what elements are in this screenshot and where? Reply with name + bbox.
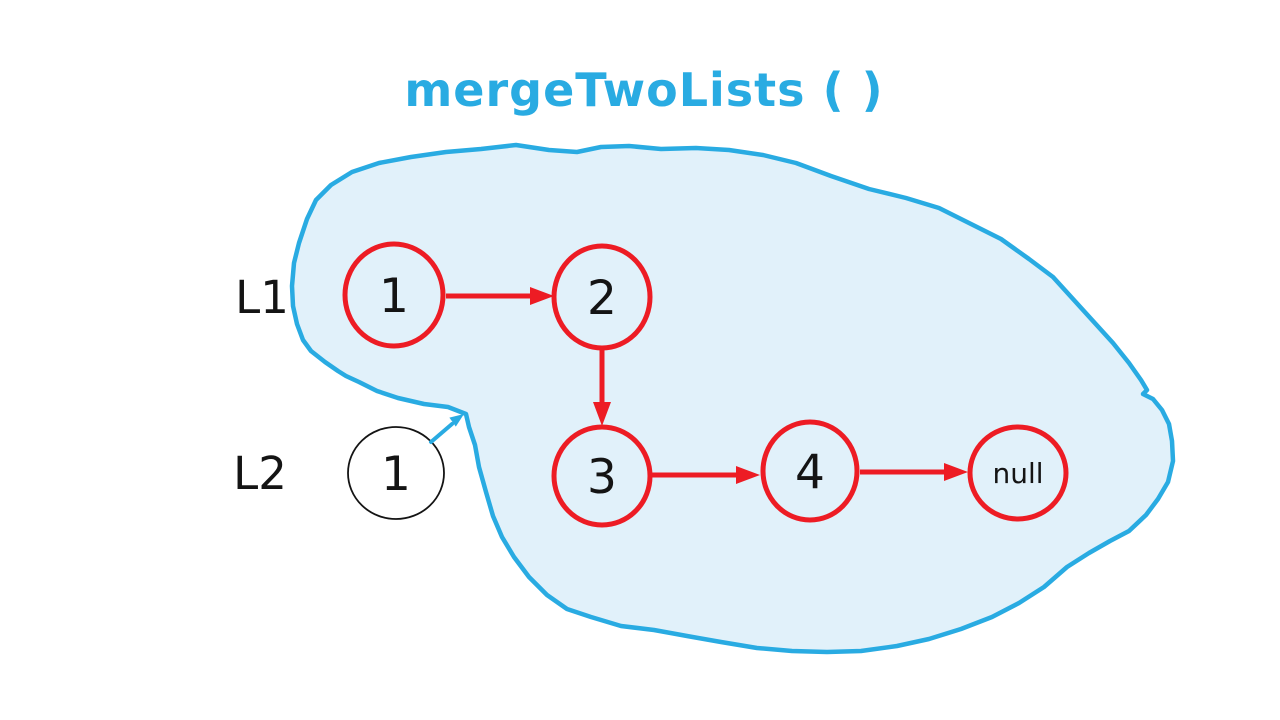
list1-node-2-value: 2 bbox=[587, 271, 617, 326]
list1-node-1-value: 1 bbox=[379, 269, 409, 324]
list2-label: L2 bbox=[233, 447, 287, 500]
list2-node-1-circle bbox=[347, 426, 445, 520]
arrowhead-right-icon bbox=[530, 287, 554, 305]
list1-label: L1 bbox=[235, 271, 289, 324]
merged-node-4-value: 4 bbox=[795, 445, 825, 500]
arrow-line bbox=[429, 422, 454, 444]
function-title: mergeTwoLists ( ) bbox=[404, 63, 883, 117]
arrow-l2n1-to-region bbox=[429, 414, 464, 444]
arrow-l1n2-to-node3 bbox=[593, 348, 611, 426]
merged-node-4-circle bbox=[760, 419, 860, 523]
merged-node-null: null bbox=[967, 424, 1069, 522]
merged-node-3-value: 3 bbox=[587, 450, 617, 505]
merged-node-null-circle bbox=[967, 424, 1069, 522]
list1-node-2: 2 bbox=[551, 243, 653, 351]
arrowhead-right-icon bbox=[944, 463, 968, 481]
list1-node-1: 1 bbox=[342, 241, 446, 349]
merged-node-3: 3 bbox=[551, 424, 653, 528]
list2-node-1-value: 1 bbox=[381, 447, 411, 502]
merged-node-4: 4 bbox=[760, 419, 860, 523]
arrow-node4-to-null bbox=[860, 463, 968, 481]
arrowhead-upright-icon bbox=[449, 414, 464, 427]
arrow-node3-to-node4 bbox=[652, 466, 760, 484]
arrow-l1n1-to-l1n2 bbox=[446, 287, 554, 305]
arrowhead-down-icon bbox=[593, 402, 611, 426]
list1-node-1-circle bbox=[342, 241, 446, 349]
list2-node-1: 1 bbox=[347, 426, 445, 520]
merged-node-null-value: null bbox=[992, 457, 1043, 490]
merged-region-blob bbox=[289, 142, 1176, 655]
arrowhead-right-icon bbox=[736, 466, 760, 484]
merged-node-3-circle bbox=[551, 424, 653, 528]
